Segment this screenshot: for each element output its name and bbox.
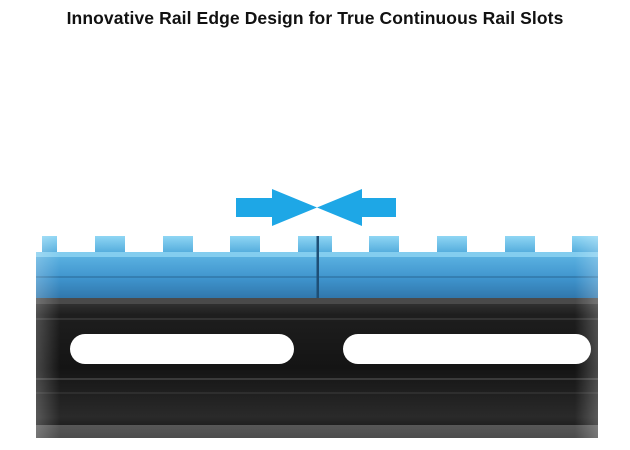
handguard-slot-left — [70, 334, 294, 364]
rail-teeth — [42, 236, 598, 254]
rail-section-left — [36, 252, 317, 300]
rail-seam — [316, 236, 319, 300]
rail-section-right — [319, 252, 598, 300]
headline: Innovative Rail Edge Design for True Con… — [66, 8, 564, 28]
handguard — [0, 230, 630, 445]
left-arrow-icon — [236, 189, 317, 226]
handguard-slot-right — [343, 334, 591, 364]
right-arrow-icon — [317, 189, 396, 226]
